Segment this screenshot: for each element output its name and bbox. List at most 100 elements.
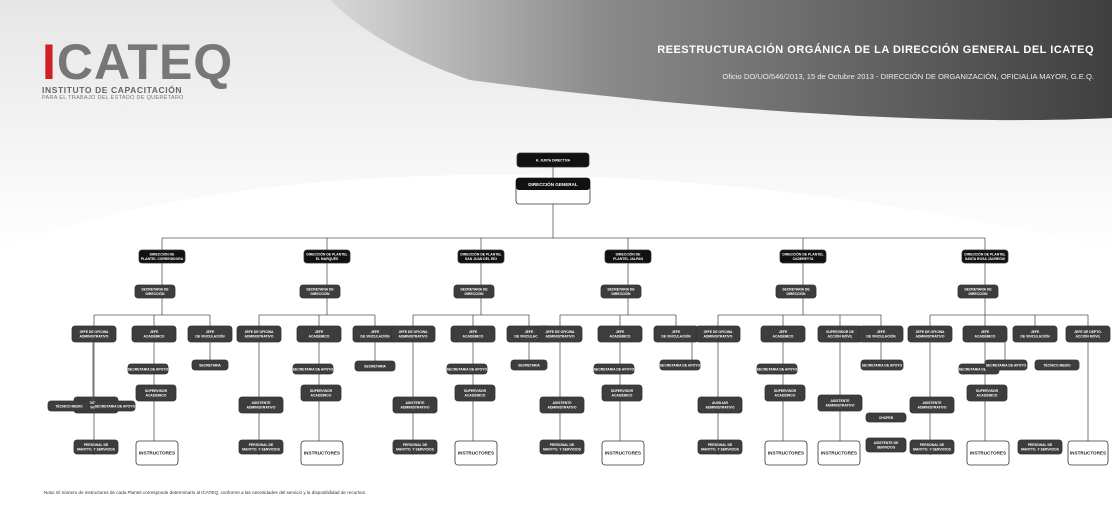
personal-mantto-accion-movil-label: MANTTO. Y SERVICIOS bbox=[1021, 447, 1060, 451]
secretaria-3: SECRETARIA bbox=[510, 359, 548, 371]
direccion-general-box: DIRECCIÓN GENERAL bbox=[515, 177, 591, 205]
personal-mantto-1-label: PERSONAL DE bbox=[84, 443, 109, 447]
plantel-3-box-label: SAN JUAN DEL RÍO bbox=[465, 256, 497, 261]
supervisor-academico-3-label: ACADÉMICO bbox=[465, 392, 486, 397]
level2-5-2-label: ACADÉMICO bbox=[773, 333, 794, 338]
personal-mantto-3-label: PERSONAL DE bbox=[403, 443, 428, 447]
level2-2-3-label: JEFE bbox=[371, 330, 380, 334]
page-title: REESTRUCTURACIÓN ORGÁNICA DE LA DIRECCIÓ… bbox=[657, 44, 1094, 56]
asistente-admin-6-label: ADMINISTRATIVO bbox=[918, 405, 947, 409]
instructores-5-label: INSTRUCTORES bbox=[768, 450, 804, 455]
asistente-accion-movil-label: ADMINISTRATIVO bbox=[826, 403, 855, 407]
instructores-3-label: INSTRUCTORES bbox=[458, 450, 494, 455]
plantel-6-box-label: DIRECCIÓN DE PLANTEL bbox=[964, 252, 1005, 257]
chofer: CHOFER bbox=[865, 412, 907, 423]
instructores-1-label: INSTRUCTORES bbox=[139, 450, 175, 455]
level2-6-2-label: ACADÉMICO bbox=[975, 333, 996, 338]
asistente-servicios-label: ASISTENTE DE bbox=[874, 441, 899, 445]
level2-4-1-label: ADMINISTRATIVO bbox=[546, 334, 575, 338]
instructores-1: INSTRUCTORES bbox=[135, 440, 179, 466]
secretaria-apoyo-vinculacion-6: SECRETARIA DE APOYO bbox=[984, 359, 1028, 371]
secretaria-direccion-2-label: SECRETARIA DE bbox=[306, 288, 334, 292]
asistente-accion-movil-label: ASISTENTE bbox=[830, 399, 850, 403]
personal-mantto-2-label: PERSONAL DE bbox=[249, 443, 274, 447]
level2-2-3-label: DE VINCULACIÓN bbox=[360, 333, 390, 338]
asistente-admin-3-label: ADMINISTRATIVO bbox=[401, 405, 430, 409]
personal-mantto-5-label: PERSONAL DE bbox=[708, 443, 733, 447]
level2-6-2-label: JEFE bbox=[981, 330, 990, 334]
secretaria-apoyo-vinculacion-6-label: SECRETARIA DE APOYO bbox=[986, 363, 1027, 367]
asistente-servicios-label: SERVICIOS bbox=[877, 445, 896, 449]
asistente-admin-4-label: ADMINISTRATIVO bbox=[548, 405, 577, 409]
level2-1-1-label: JEFE DE OFICINA bbox=[79, 330, 109, 334]
secretaria-direccion-3-label: SECRETARIA DE bbox=[460, 288, 488, 292]
level2-5-2-label: JEFE bbox=[779, 330, 788, 334]
secretaria-direccion-5-label: SECRETARIA DE bbox=[782, 288, 810, 292]
personal-mantto-5-label: MANTTO. Y SERVICIOS bbox=[701, 447, 740, 451]
personal-mantto-2-label: MANTTO. Y SERVICIOS bbox=[242, 447, 281, 451]
supervisor-academico-4-label: SUPERVISOR bbox=[611, 389, 634, 393]
personal-mantto-accion-movil-label: PERSONAL DE bbox=[1028, 443, 1053, 447]
asistente-admin-4-label: ASISTENTE bbox=[552, 401, 572, 405]
logo-line-2: PARA EL TRABAJO DEL ESTADO DE QUERÉTARO bbox=[42, 95, 184, 101]
plantel-4-box-label: PLANTEL JALPAN bbox=[613, 257, 643, 261]
supervisor-academico-2-label: ACADÉMICO bbox=[311, 392, 332, 397]
level2-3-1-label: JEFE DE OFICINA bbox=[398, 330, 428, 334]
asistente-admin-5-label: AUXILIAR bbox=[712, 401, 729, 405]
tecnico-medio-1-label: TÉCNICO MEDIO bbox=[55, 403, 83, 408]
supervisor-academico-6-label: ACADÉMICO bbox=[977, 392, 998, 397]
plantel-5-box-label: DIRECCIÓN DE PLANTEL bbox=[782, 252, 823, 257]
level2-2-2-label: ACADÉMICO bbox=[309, 333, 330, 338]
level2-1-2-label: JEFE bbox=[150, 330, 159, 334]
instructores-6-label: INSTRUCTORES bbox=[970, 450, 1006, 455]
instructores-accion-movil: INSTRUCTORES bbox=[1067, 440, 1109, 466]
secretaria-apoyo-extra-1: SECRETARIA DE APOYO bbox=[94, 400, 136, 412]
supervisor-academico-1-label: SUPERVISOR bbox=[145, 389, 168, 393]
level2-5-4-label: DE VINCULACIÓN bbox=[866, 333, 896, 338]
plantel-1-box-label: PLANTEL CORREGIDORA bbox=[141, 257, 184, 261]
level2-3-2-label: JEFE bbox=[469, 330, 478, 334]
personal-mantto-6-label: MANTTO. Y SERVICIOS bbox=[913, 447, 952, 451]
secretaria-direccion-4-label: DIRECCIÓN bbox=[611, 291, 631, 296]
secretaria-apoyo-vinculacion-4-label: SECRETARIA DE APOYO bbox=[660, 363, 701, 367]
secretaria-direccion-2-label: DIRECCIÓN bbox=[310, 291, 330, 296]
secretaria-apoyo-2: SECRETARIA DE APOYO bbox=[292, 363, 334, 375]
tecnico-medio-6-label: TÉCNICO MEDIO bbox=[1043, 362, 1071, 367]
supervisor-academico-5-label: SUPERVISOR bbox=[774, 389, 797, 393]
level2-3-3-label: DE VINCULACIÓN bbox=[514, 333, 544, 338]
logo-wordmark: ICATEQ bbox=[42, 34, 234, 90]
secretaria-direccion-6-label: SECRETARIA DE bbox=[964, 288, 992, 292]
level2-1-1-label: ADMINISTRATIVO bbox=[80, 334, 109, 338]
secretaria-direccion-3-label: DIRECCIÓN bbox=[464, 291, 484, 296]
asistente-admin-6-label: ASISTENTE bbox=[922, 401, 942, 405]
plantel-3-box-label: DIRECCIÓN DE PLANTEL bbox=[460, 252, 501, 257]
supervisor-academico-3-label: SUPERVISOR bbox=[464, 389, 487, 393]
secretaria-apoyo-5: SECRETARIA DE APOYO bbox=[756, 363, 798, 375]
direccion-general-label: DIRECCIÓN GENERAL bbox=[528, 180, 578, 187]
plantel-2-box-label: DIRECCIÓN DE PLANTEL bbox=[306, 252, 347, 257]
asistente-admin-2-label: ASISTENTE bbox=[251, 401, 271, 405]
level2-6-1-label: JEFE DE OFICINA bbox=[915, 330, 945, 334]
